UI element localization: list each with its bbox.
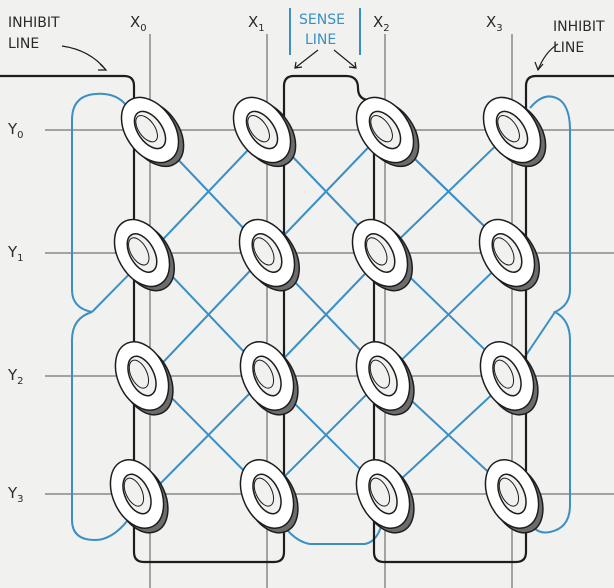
inhibit-right-arrow (537, 43, 559, 71)
inhibit-right-label-2: LINE (553, 40, 584, 56)
x3-subscript: 3 (496, 23, 502, 34)
core-x0-y3 (99, 449, 180, 543)
inhibit-left-arrowhead (98, 63, 108, 71)
x1-subscript: 1 (258, 23, 264, 34)
y3-subscript: 3 (17, 494, 23, 505)
x0-label: X0 (130, 13, 147, 34)
y0-subscript: 0 (17, 130, 23, 141)
core-x2-y2 (345, 331, 426, 425)
sense-arrow-right (333, 49, 357, 69)
x1-letter: X (248, 13, 258, 31)
core-x2-y0 (343, 84, 432, 179)
inhibit-line (0, 74, 614, 564)
inhibit-right-label-1: INHIBIT (553, 19, 605, 35)
y2-letter: Y (7, 366, 18, 384)
core-x2-y3 (345, 449, 426, 543)
x3-letter: X (486, 13, 496, 31)
sense-diagonals-b (148, 129, 514, 496)
inhibit-left-arrow (61, 45, 107, 71)
core-array (99, 84, 559, 543)
sense-arrowhead-right (348, 61, 357, 69)
inhibit-left-label-1: INHIBIT (8, 15, 60, 31)
y2-label: Y2 (7, 366, 24, 387)
y0-label: Y0 (7, 120, 24, 141)
y3-letter: Y (7, 484, 18, 502)
x0-letter: X (130, 13, 140, 31)
sense-label-2: LINE (305, 32, 336, 48)
label-arrows (61, 43, 559, 72)
x3-label: X3 (486, 13, 503, 34)
core-x3-y3 (474, 449, 555, 543)
x2-subscript: 2 (383, 23, 389, 34)
text-labels: INHIBIT LINE INHIBIT LINE SENSE LINE X0 … (7, 12, 605, 505)
x2-letter: X (373, 13, 383, 31)
inhibit-wire (0, 74, 614, 564)
y1-label: Y1 (7, 243, 24, 264)
core-x0-y2 (104, 331, 185, 425)
core-x2-y1 (340, 208, 425, 303)
inhibit-left-label-2: LINE (8, 36, 39, 52)
core-x3-y0 (470, 84, 559, 179)
y2-subscript: 2 (17, 376, 23, 387)
sense-arrowhead-left (294, 61, 303, 69)
x2-label: X2 (373, 13, 390, 34)
y1-subscript: 1 (17, 253, 23, 264)
y1-letter: Y (7, 243, 18, 261)
y0-letter: Y (7, 120, 18, 138)
y3-label: Y3 (7, 484, 24, 505)
core-x1-y1 (227, 208, 312, 303)
x1-label: X1 (248, 13, 265, 34)
sense-label-1: SENSE (299, 12, 345, 28)
inhibit-right-arrowhead (534, 61, 544, 72)
x0-subscript: 0 (140, 23, 146, 34)
sense-arrow-left (294, 49, 319, 69)
